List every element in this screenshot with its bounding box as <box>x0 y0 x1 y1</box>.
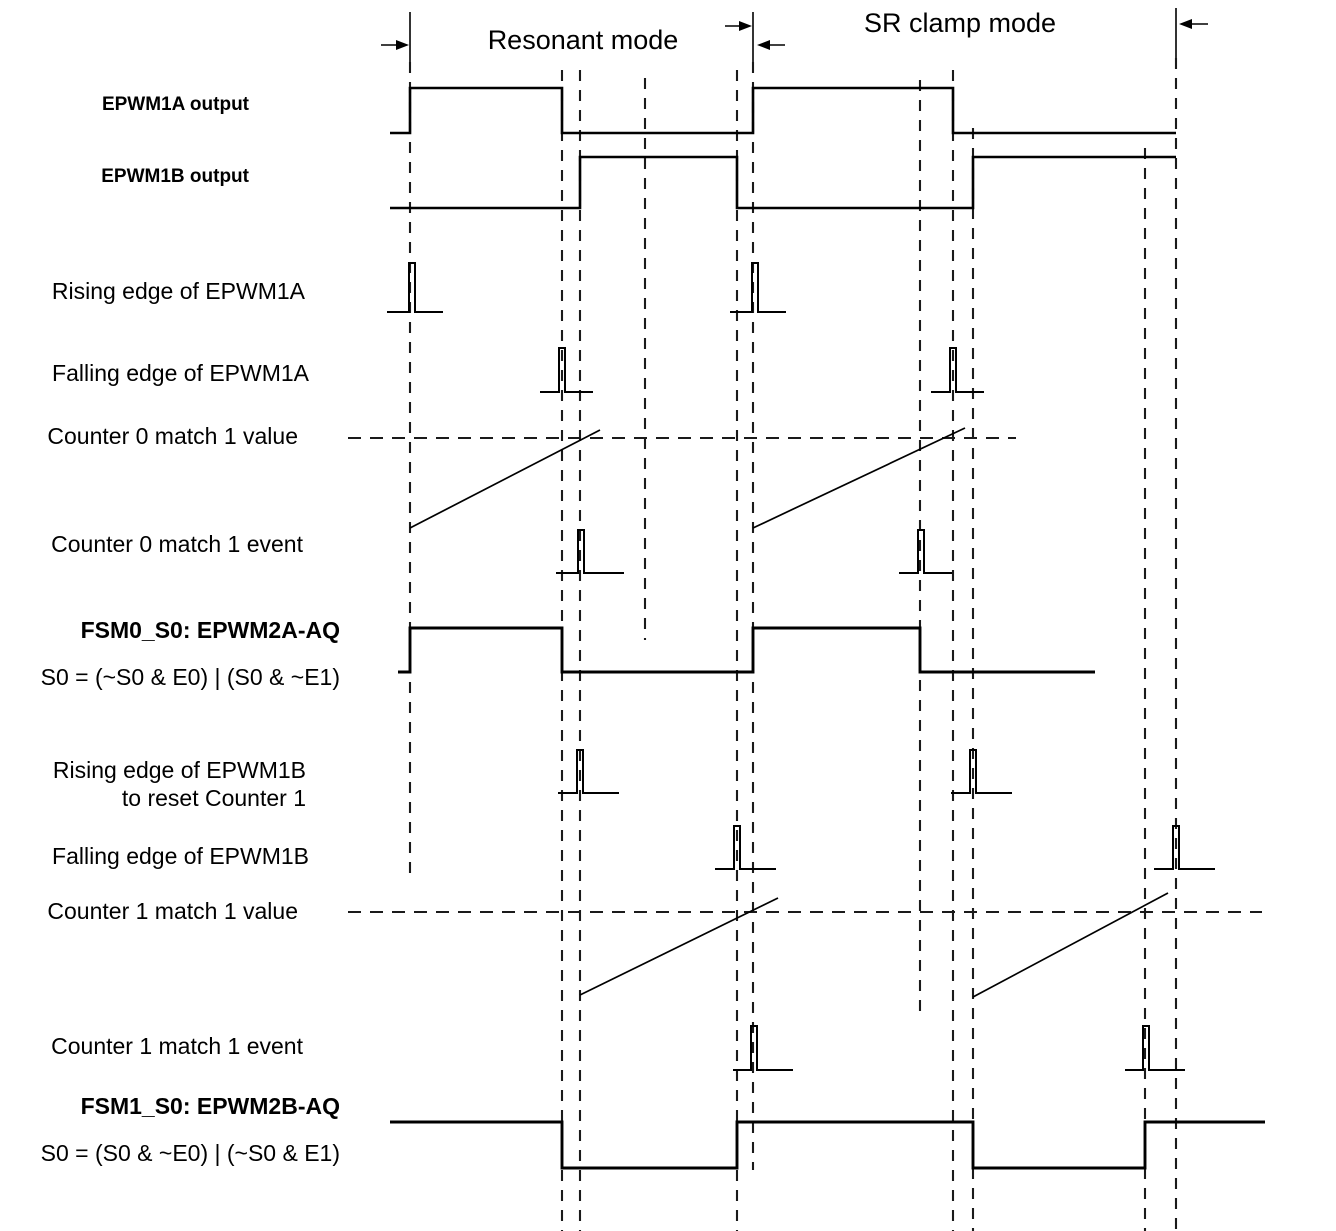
signal-label-counter0-match-value: Counter 0 match 1 value <box>47 423 298 449</box>
waveform-fsm1-s0-epwm2b-aq <box>390 1120 1265 1170</box>
mode-label-sr-clamp: SR clamp mode <box>863 8 1057 38</box>
fsm0-title: FSM0_S0: EPWM2A-AQ <box>80 617 340 643</box>
cnt1evt-pulse-2 <box>1125 1025 1185 1071</box>
signal-label-rising-edge-epwm1b-line1: Rising edge of EPWM1B <box>52 757 306 783</box>
fsm0-equation: S0 = (~S0 & E0) | (S0 & ~E1) <box>40 664 340 690</box>
rise1a-pulse-1 <box>387 262 443 313</box>
cnt0evt-pulse-2 <box>899 529 952 574</box>
arrow-head-3 <box>757 40 770 50</box>
fsm1-title: FSM1_S0: EPWM2B-AQ <box>80 1093 340 1119</box>
mode-boundary-markers <box>381 8 1208 62</box>
counter1-ramps <box>579 892 1169 998</box>
arrow-head-2 <box>739 21 752 31</box>
rise1b-pulse-1 <box>558 749 619 794</box>
arrow-head-4 <box>1179 19 1192 29</box>
signal-label-falling-edge-epwm1a: Falling edge of EPWM1A <box>52 360 309 386</box>
signal-label-falling-edge-epwm1b: Falling edge of EPWM1B <box>52 843 309 869</box>
signal-label-rising-edge-epwm1a: Rising edge of EPWM1A <box>51 278 305 304</box>
mode-label-resonant: Resonant mode <box>487 25 679 55</box>
waveform-epwm1b-output <box>390 155 1176 210</box>
waveform-rising-edge-epwm1b-reset <box>558 749 1012 794</box>
counter0-ramp-1 <box>409 429 601 529</box>
rise1a-pulse-2 <box>730 262 786 313</box>
waveform-fsm0-s0-epwm2a-aq <box>398 626 1095 674</box>
fall1b-pulse-2 <box>1154 825 1215 870</box>
signal-label-counter1-match-event: Counter 1 match 1 event <box>51 1033 303 1059</box>
waveform-falling-edge-epwm1b <box>715 825 1215 870</box>
waveform-rising-edge-epwm1a <box>387 262 786 313</box>
waveform-epwm1a-output <box>390 86 1176 135</box>
fall1a-pulse-1 <box>540 347 593 393</box>
signal-label-counter1-match-value: Counter 1 match 1 value <box>47 898 298 924</box>
waveform-counter1-match-event <box>733 1025 1185 1071</box>
signal-label-rising-edge-epwm1b-line2: to reset Counter 1 <box>121 785 306 811</box>
fsm0-trace <box>398 626 1095 674</box>
counter0-ramp-2 <box>752 427 966 529</box>
waveform-falling-edge-epwm1a <box>540 347 984 393</box>
counter1-ramp-2 <box>972 892 1169 998</box>
cnt1evt-pulse-1 <box>733 1025 793 1071</box>
signal-label-epwm1b-output: EPWM1B output <box>101 166 249 187</box>
epwm1a-trace <box>390 86 1176 135</box>
fsm1-trace <box>390 1120 1265 1170</box>
rise1b-pulse-2 <box>951 749 1012 794</box>
counter1-ramp-1 <box>579 897 779 996</box>
arrow-head-1 <box>396 40 409 50</box>
counter0-ramps <box>409 427 966 529</box>
vertical-guides <box>408 58 1178 1231</box>
waveform-counter0-match-event <box>556 529 952 574</box>
threshold-lines <box>348 436 1262 914</box>
fsm1-equation: S0 = (S0 & ~E0) | (~S0 & E1) <box>40 1140 340 1166</box>
signal-label-counter0-match-event: Counter 0 match 1 event <box>51 531 303 557</box>
epwm1b-trace <box>390 155 1176 210</box>
fall1a-pulse-2 <box>931 347 984 393</box>
cnt0evt-pulse-1 <box>556 529 624 574</box>
signal-label-epwm1a-output: EPWM1A output <box>101 94 249 115</box>
fall1b-pulse-1 <box>715 825 776 870</box>
